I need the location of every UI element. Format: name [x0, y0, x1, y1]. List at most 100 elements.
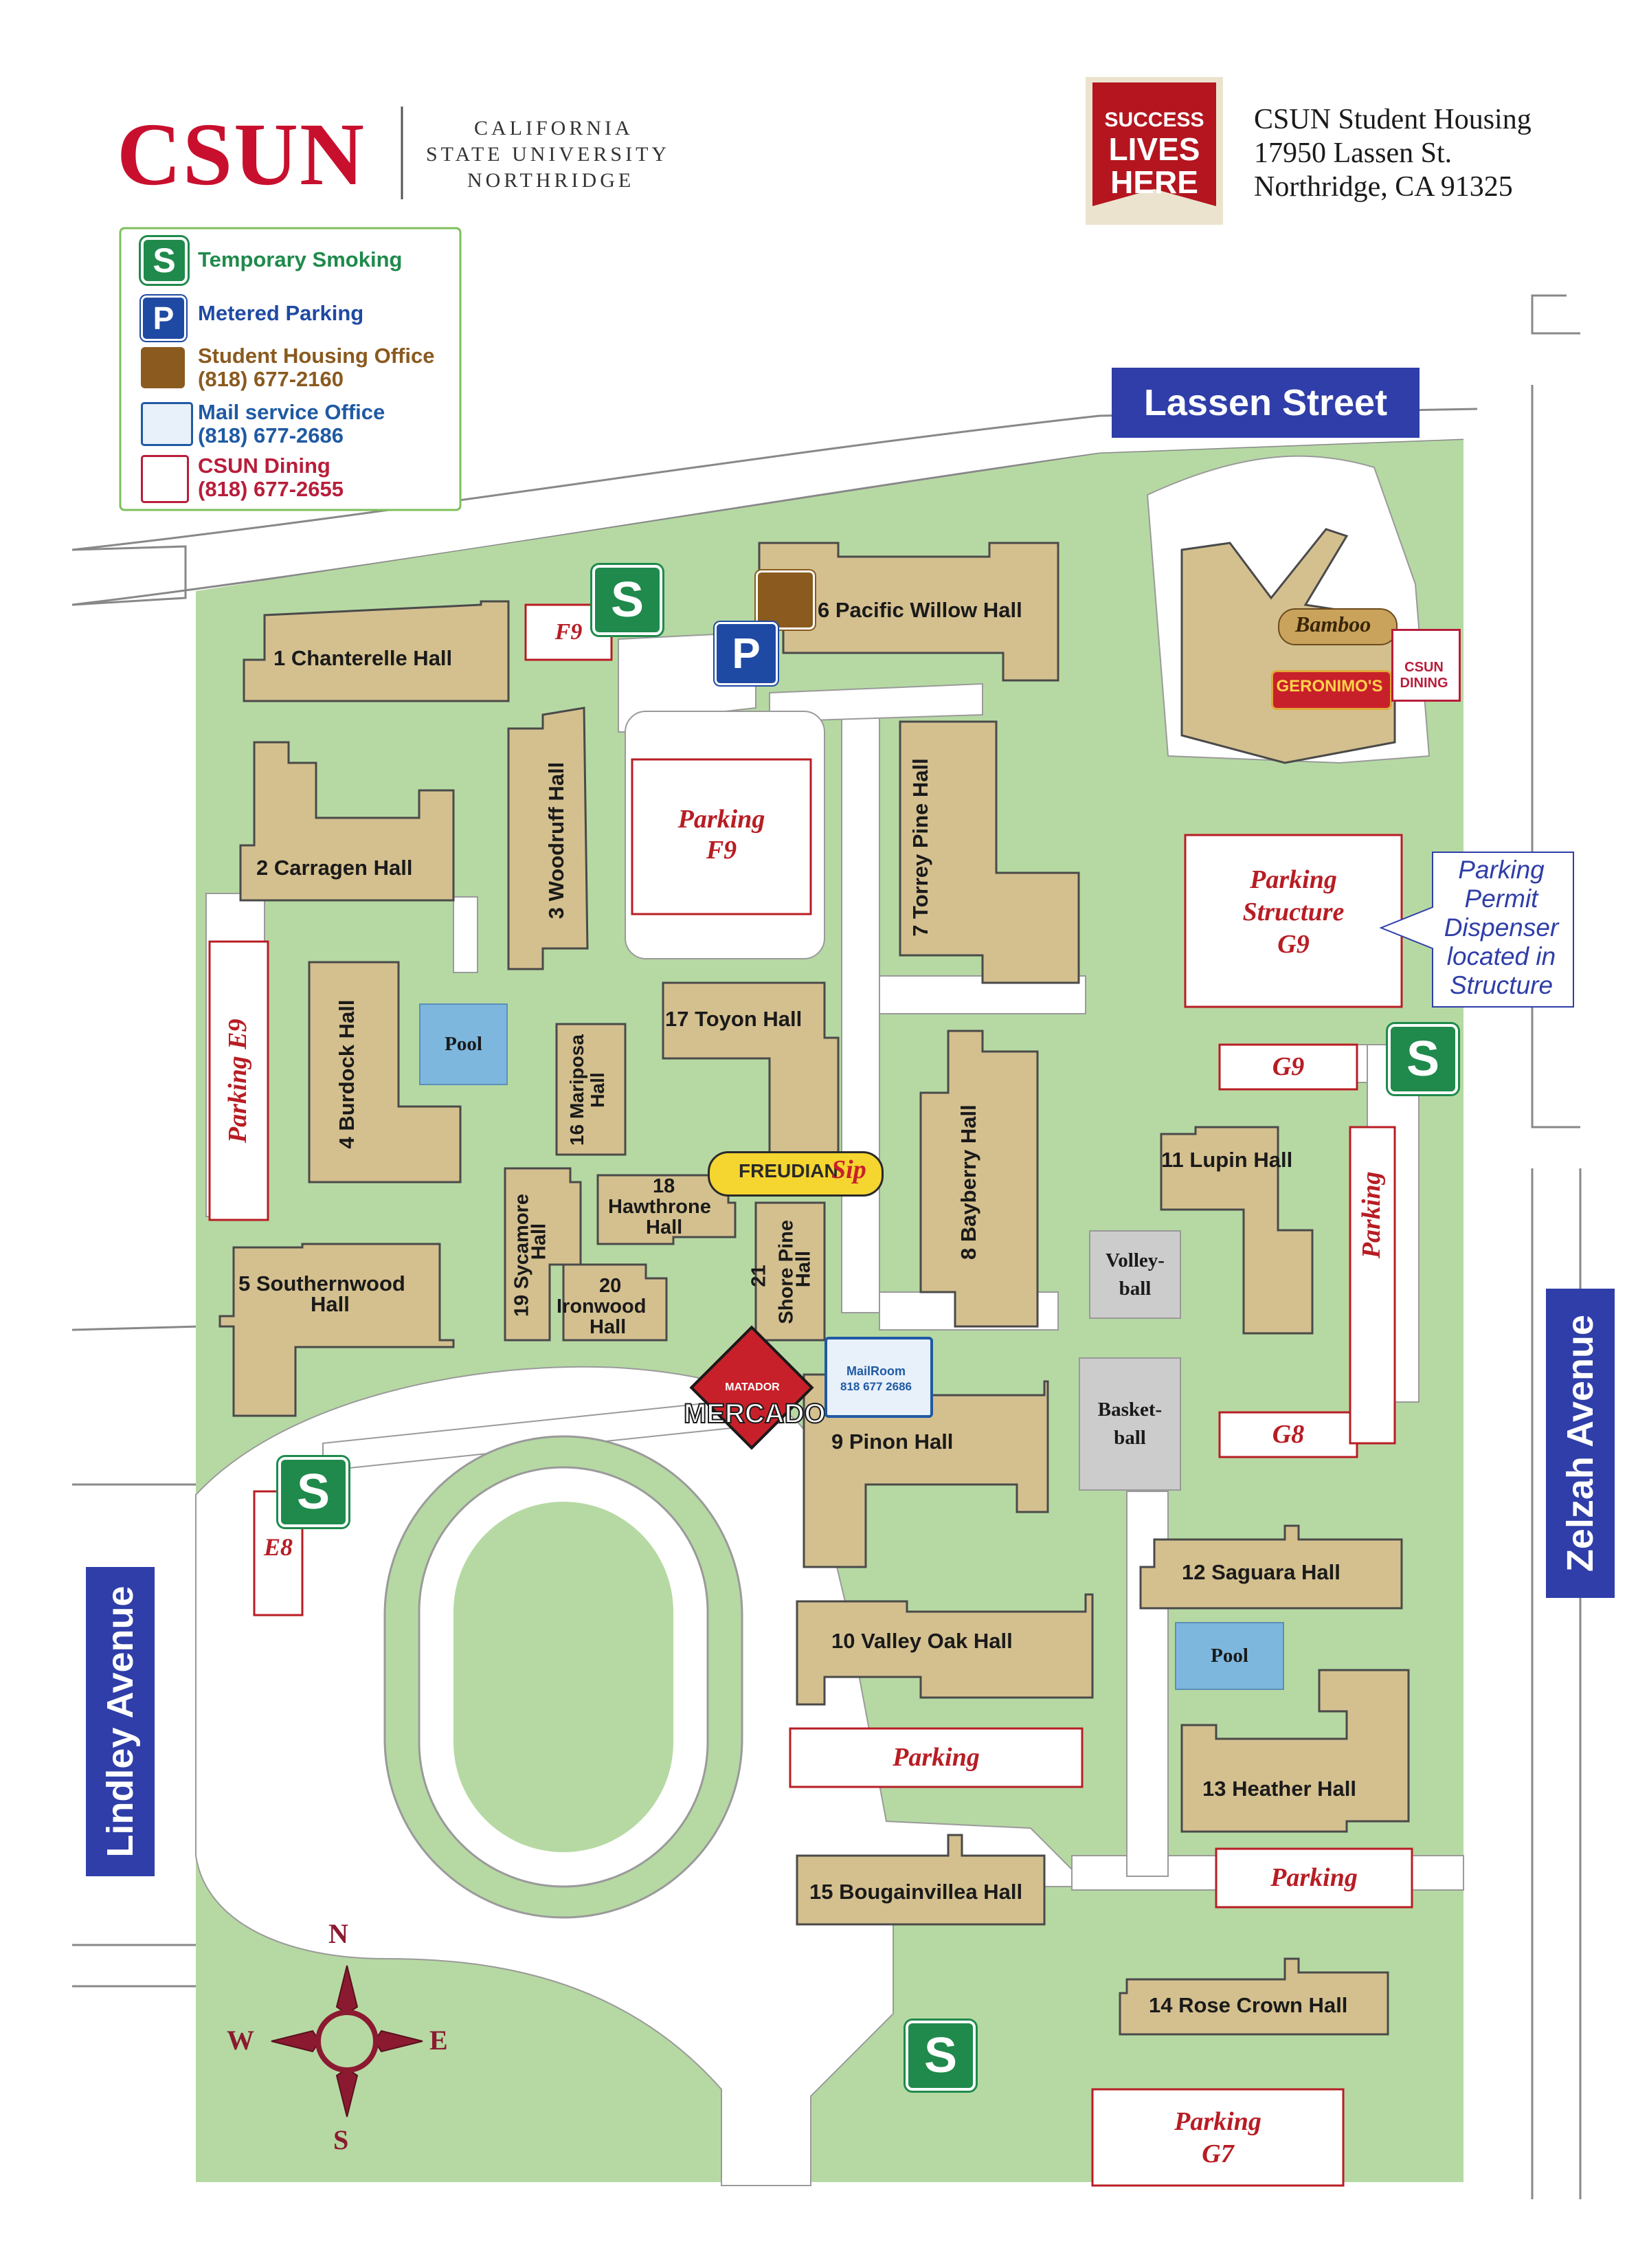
label-pacific-willow: 6 Pacific Willow Hall: [818, 598, 1022, 622]
label-pinon: 9 Pinon Hall: [831, 1430, 954, 1454]
running-track: [383, 1435, 743, 1919]
label-shore-pine-3: Hall: [792, 1250, 815, 1288]
legend-smoking-icon: S: [141, 237, 188, 284]
callout-line5: Structure: [1449, 971, 1553, 999]
label-ironwood-3: Hall: [590, 1316, 627, 1338]
badge-line1: SUCCESS: [1104, 109, 1204, 131]
residence-buildings: [218, 528, 1410, 2036]
badge-line2: LIVES: [1108, 131, 1200, 167]
legend-housing-phone: (818) 677-2160: [198, 367, 344, 391]
label-mariposa-1: 16 Mariposa: [566, 1034, 587, 1146]
smoking-area-icon-west: S: [278, 1457, 348, 1527]
mercado-text: MERCADO: [683, 1398, 827, 1430]
compass-west: W: [227, 2025, 254, 2056]
parking-g7-line2: G7: [1202, 2139, 1234, 2168]
label-hawthrone-3: Hall: [646, 1216, 683, 1238]
legend-mail-label: Mail service Office: [198, 400, 385, 424]
label-shore-pine-1: 21: [748, 1265, 770, 1287]
compass-east: E: [429, 2025, 448, 2056]
building-carragen: [239, 741, 455, 902]
csun-logo: CSUN: [117, 105, 366, 204]
parking-structure-line3: G9: [1277, 930, 1310, 959]
label-chanterelle: 1 Chanterelle Hall: [273, 646, 453, 670]
success-badge: [1086, 77, 1223, 225]
volleyball-line1: Volley-: [1106, 1249, 1165, 1271]
building-bayberry: [919, 1030, 1039, 1328]
badge-line3: HERE: [1110, 164, 1198, 200]
building-saguara: [1139, 1524, 1403, 1610]
callout-line3: Dispenser: [1444, 913, 1559, 942]
legend-housing-label: Student Housing Office: [198, 344, 435, 368]
callout-line2: Permit: [1464, 885, 1538, 913]
smoking-area-icon-south: S: [906, 2021, 976, 2091]
legend-metered-icon: P: [141, 296, 186, 341]
mailroom-line1: MailRoom: [846, 1364, 906, 1378]
basketball-line1: Basket-: [1097, 1399, 1163, 1421]
legend-mail-phone: (818) 677-2686: [198, 423, 344, 447]
mailroom-line2: 818 677 2686: [840, 1380, 912, 1393]
building-southernwood: [218, 1243, 455, 1417]
smoking-area-icon-north: S: [592, 565, 662, 635]
label-hawthrone-2: Hawthrone: [608, 1196, 711, 1218]
parking-east-strip: Parking: [1357, 1171, 1387, 1259]
legend-box: [119, 227, 462, 511]
building-lupin: [1160, 1126, 1314, 1335]
label-ironwood-2: Ironwood: [557, 1296, 647, 1318]
building-bougainvillea: [796, 1834, 1046, 1926]
address-line3: Northridge, CA 91325: [1254, 171, 1513, 203]
csun-dining-line1: CSUN: [1404, 660, 1444, 675]
building-ironwood: [562, 1263, 668, 1342]
label-heather: 13 Heather Hall: [1202, 1777, 1356, 1801]
legend-dining-label: CSUN Dining: [198, 454, 330, 478]
freudian-line1: FREUDIAN: [739, 1160, 838, 1181]
basketball-court: Basket- ball: [1079, 1357, 1181, 1491]
parking-structure-line2: Structure: [1242, 898, 1345, 926]
csun-dining-line2: DINING: [1400, 676, 1448, 691]
parking-f9-line2: F9: [706, 836, 737, 865]
legend-housing-icon: [141, 347, 185, 388]
label-torrey-pine: 7 Torrey Pine Hall: [908, 758, 932, 937]
legend-metered-label: Metered Parking: [198, 301, 364, 325]
legend-dining-phone: (818) 677-2655: [198, 477, 344, 501]
label-burdock: 4 Burdock Hall: [335, 999, 359, 1149]
parking-e9: Parking E9: [223, 1019, 253, 1144]
parking-f9-line1: Parking: [677, 805, 765, 834]
building-valley-oak: [796, 1593, 1094, 1706]
geronimos-text: GERONIMO'S: [1276, 677, 1383, 696]
university-name-line3: NORTHRIDGE: [467, 169, 635, 192]
label-carragen: 2 Carragen Hall: [256, 856, 413, 880]
building-heather: [1180, 1669, 1410, 1833]
parking-lots: [208, 603, 1413, 2187]
parking-g9: G9: [1272, 1052, 1305, 1081]
legend-dining-icon: [141, 455, 189, 503]
bamboo-logo: [1278, 608, 1398, 645]
address-line1: CSUN Student Housing: [1254, 104, 1532, 135]
label-rose-crown: 14 Rose Crown Hall: [1149, 1993, 1348, 2017]
label-hawthrone-1: 18: [653, 1175, 675, 1197]
parking-e8: E8: [263, 1533, 293, 1561]
volleyball-line2: ball: [1119, 1277, 1152, 1300]
legend-smoking-label: Temporary Smoking: [198, 247, 403, 271]
housing-office-icon: [756, 570, 815, 630]
label-mariposa-2: Hall: [587, 1072, 608, 1108]
label-ironwood-1: 20: [599, 1275, 622, 1297]
smoking-area-icon-east: S: [1388, 1024, 1458, 1094]
building-mariposa: [555, 1023, 627, 1156]
label-woodruff: 3 Woodruff Hall: [544, 761, 568, 920]
bamboo-text: Bamboo: [1295, 612, 1371, 636]
label-toyon: 17 Toyon Hall: [665, 1007, 803, 1031]
label-bayberry: 8 Bayberry Hall: [956, 1104, 980, 1260]
geronimos-logo: [1271, 670, 1392, 710]
freudian-sip-logo: [708, 1151, 884, 1197]
pool-west: Pool: [419, 1003, 508, 1085]
label-saguara: 12 Saguara Hall: [1182, 1560, 1340, 1584]
volleyball-court: Volley- ball: [1089, 1230, 1181, 1319]
pool-east: Pool: [1175, 1622, 1284, 1690]
callout-line1: Parking: [1458, 856, 1545, 884]
building-burdock: [308, 961, 462, 1183]
building-torrey-pine: [899, 720, 1080, 984]
building-rose-crown: [1119, 1957, 1389, 2036]
street-lassen: Lassen Street: [1112, 368, 1420, 438]
address-line2: 17950 Lassen St.: [1254, 137, 1452, 169]
